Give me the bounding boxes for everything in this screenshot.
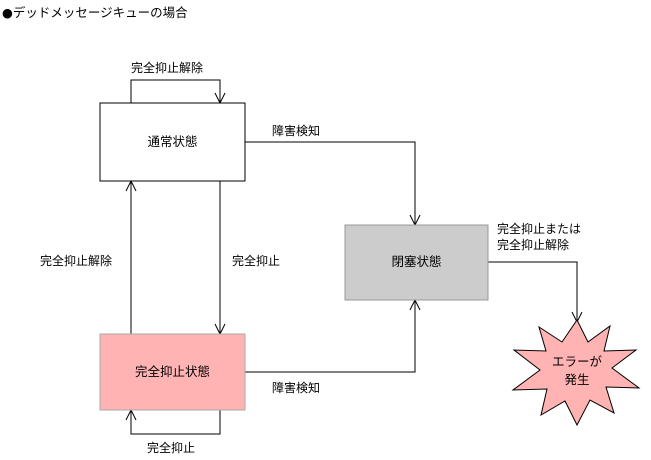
normal-to-blocked-label: 障害検知 <box>272 123 320 138</box>
blocked-state-node <box>344 224 489 301</box>
normal-self-loop-label: 完全抑止解除 <box>131 60 203 75</box>
full-suppress-self-loop-label: 完全抑止 <box>147 440 195 455</box>
full-suppress-state-node <box>99 333 246 411</box>
normal-state-node <box>99 102 246 182</box>
blocked-to-error-edge <box>488 261 578 322</box>
normal-to-blocked-edge <box>245 141 416 225</box>
error-label-line1: エラーが <box>552 354 603 369</box>
full-suppress-to-blocked-label: 障害検知 <box>272 380 320 395</box>
blocked-state-label: 閉塞状態 <box>391 254 441 269</box>
diagram-title: ●デッドメッセージキューの場合 <box>2 5 188 20</box>
error-label-line2: 発生 <box>564 372 589 387</box>
normal-to-full-suppress-label: 完全抑止 <box>232 253 280 268</box>
full-suppress-to-normal-label: 完全抑止解除 <box>40 253 112 268</box>
blocked-to-error-label-line2: 完全抑止解除 <box>497 237 569 252</box>
error-starburst-node <box>511 319 641 427</box>
full-suppress-to-blocked-edge <box>245 300 416 373</box>
normal-state-label: 通常状態 <box>147 134 197 149</box>
blocked-to-error-label-line1: 完全抑止または <box>497 221 581 236</box>
normal-self-loop-edge <box>130 79 221 103</box>
full-suppress-state-label: 完全抑止状態 <box>135 364 210 379</box>
full-suppress-self-loop-edge <box>130 410 221 435</box>
